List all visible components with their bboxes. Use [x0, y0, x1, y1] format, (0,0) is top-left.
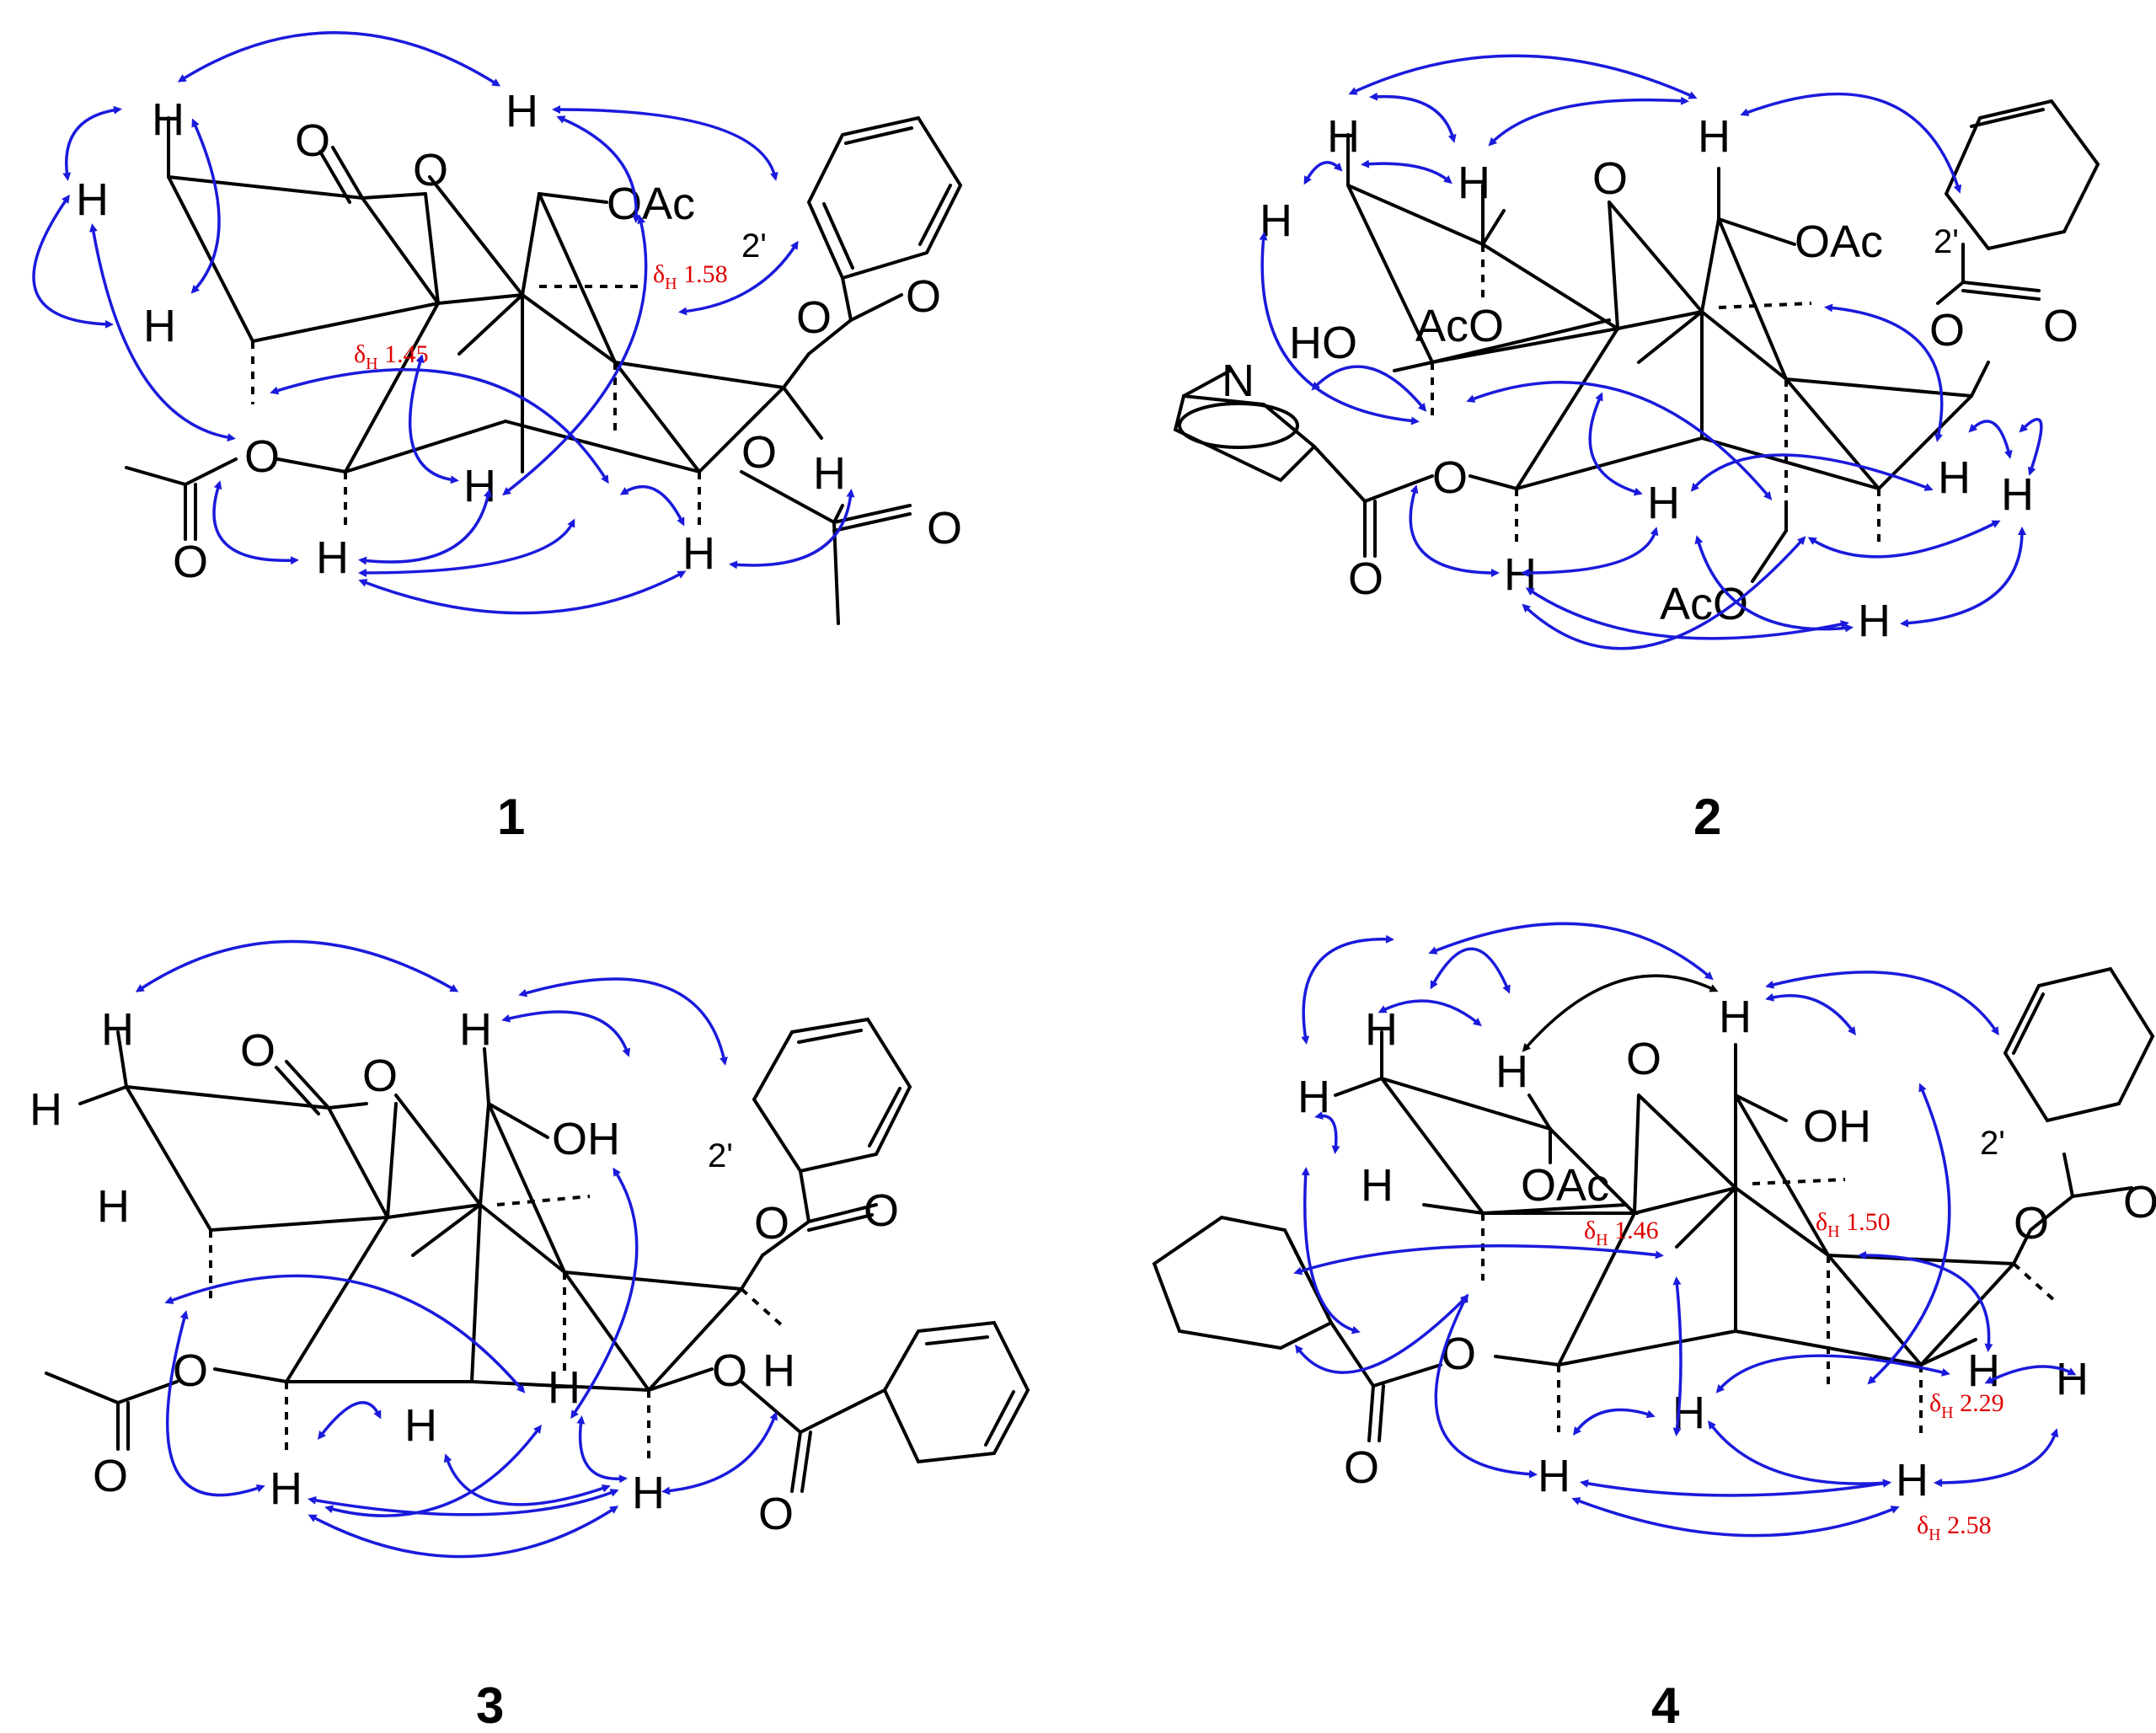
compound-3-o-benzoate: O	[754, 1198, 789, 1249]
compound-2-prime-label: 2'	[1934, 223, 1959, 260]
compound-2-structure: O OAc AcO HO N O O AcO O O 2' H H H H H …	[1173, 54, 2100, 650]
compound-4-h-top-2: H	[1495, 1046, 1528, 1097]
compound-4-oac: OAc	[1521, 1160, 1609, 1211]
compound-1-o-side: O	[741, 427, 777, 478]
compound-1-h-top-center: H	[506, 86, 538, 136]
compound-2-label: 2	[1693, 789, 1721, 845]
compound-3-h-mid-left: H	[97, 1181, 130, 1232]
compound-2-o-bridge: O	[1592, 153, 1628, 204]
compound-1-structure: O O OAc O O O O O O 2' H H H H H H H H δ…	[32, 31, 963, 625]
compound-3-o-side-carbonyl: O	[758, 1489, 794, 1539]
compound-2-o-benzoate-carbonyl: O	[2043, 301, 2078, 351]
compound-1-o-side-carbonyl: O	[927, 503, 962, 554]
compound-2-h-right-1: H	[1938, 452, 1971, 503]
compound-1-h-bottom-right: H	[682, 528, 715, 579]
compound-1-h-left: H	[76, 174, 109, 225]
compound-3-o-ester: O	[173, 1345, 208, 1396]
compound-3-h-left: H	[29, 1084, 62, 1135]
compound-3-h-top-center: H	[459, 1004, 492, 1055]
compound-4-o-ester: O	[1441, 1329, 1476, 1379]
compound-1-o-ester: O	[244, 431, 280, 482]
compound-1-o-acyl: O	[173, 537, 208, 587]
compound-2-o-benzoate: O	[1929, 305, 1965, 356]
compound-4-h-mid-left: H	[1361, 1160, 1394, 1211]
compound-1-prime-label: 2'	[741, 227, 767, 265]
compound-4-o-ester-carbonyl: O	[1344, 1442, 1379, 1493]
compound-2-h-top-center: H	[1698, 111, 1731, 162]
compound-2-h-center: H	[1647, 478, 1680, 528]
compound-4-h-top-center: H	[1719, 992, 1752, 1042]
compound-1-o-bridge: O	[413, 145, 448, 195]
compound-4-oh: OH	[1803, 1101, 1871, 1152]
compound-2-h-right-2: H	[2001, 469, 2034, 520]
compound-1-o-carbonyl: O	[295, 115, 330, 166]
compound-1-o-benzoate: O	[796, 292, 832, 343]
compound-4-prime-label: 2'	[1980, 1125, 2005, 1162]
compound-3-o-side: O	[712, 1345, 747, 1396]
compound-2-h-top-2: H	[1458, 158, 1490, 208]
compound-2-ho: HO	[1289, 318, 1357, 368]
compound-3-prime-label: 2'	[708, 1137, 733, 1174]
compound-3-oh: OH	[552, 1114, 620, 1164]
compound-3-o-carbonyl: O	[240, 1025, 276, 1076]
compound-1-label: 1	[497, 789, 525, 845]
compound-3-structure: O O OH O O O O O O 2' H H H H H H H H H	[29, 939, 1030, 1559]
compound-3-o-benzoate-carbonyl: O	[864, 1185, 899, 1236]
compound-4-shift-2-58: δH 2.58	[1917, 1511, 1992, 1544]
compound-3-h-bottom-right: H	[632, 1468, 665, 1518]
compound-2-h-bottom-right: H	[1858, 596, 1891, 646]
compound-4-o-bridge: O	[1626, 1034, 1661, 1084]
compound-2-oac: OAc	[1795, 217, 1883, 267]
compound-4-h-bottom-right: H	[1896, 1455, 1929, 1506]
compound-3-h-right: H	[762, 1345, 795, 1396]
compound-1-noe-arrows	[32, 31, 855, 615]
compound-1-o-benzoate-carbonyl: O	[906, 271, 941, 322]
compound-4-noe-arrows	[1293, 922, 2077, 1538]
compound-3-o-acyl: O	[93, 1451, 128, 1501]
compound-1-h-right: H	[813, 448, 846, 499]
compound-1-shift-1-58: δH 1.58	[653, 260, 728, 293]
compound-2-h-top-1: H	[1327, 111, 1360, 162]
compound-4-shift-2-29: δH 2.29	[1929, 1389, 2004, 1422]
compound-2-noe-arrows	[1259, 54, 2043, 650]
compound-4-h-left: H	[1297, 1072, 1330, 1122]
compound-4-o-benzoate: O	[2014, 1198, 2049, 1249]
compound-4-shift-1-50: δH 1.50	[1816, 1208, 1891, 1241]
compound-4-h-bottom-left: H	[1538, 1451, 1570, 1501]
compound-3-h-top-left: H	[101, 1004, 134, 1055]
compound-3-h-mid: H	[548, 1362, 580, 1413]
compound-4-h-top-1: H	[1365, 1004, 1398, 1055]
compound-2-o-ester-carbonyl: O	[1348, 554, 1383, 604]
compound-2-n: N	[1222, 356, 1255, 406]
compound-4-h-right-2: H	[2056, 1354, 2089, 1404]
compound-4-structure: O OH OAc O O O O 2' H H H H H H H H H H …	[1152, 922, 2156, 1544]
compound-2-o-ester: O	[1432, 452, 1468, 503]
compound-1-h-center: H	[463, 461, 496, 511]
compound-4-o-benzoate-carbonyl: O	[2123, 1177, 2156, 1228]
compound-4-h-right-1: H	[1967, 1345, 2000, 1396]
compound-4-shift-1-46: δH 1.46	[1584, 1217, 1659, 1249]
compound-2-aco-upper: AcO	[1415, 301, 1504, 351]
compound-1-h-mid-left: H	[143, 301, 176, 351]
compound-3-noe-arrows	[135, 939, 778, 1559]
compound-1-h-top-left: H	[152, 94, 185, 145]
compound-3-label: 3	[476, 1677, 504, 1733]
compound-3-h-center: H	[404, 1400, 437, 1451]
compound-4-label: 4	[1651, 1677, 1680, 1733]
compound-3-o-bridge: O	[362, 1051, 398, 1101]
compound-3-h-bottom-left: H	[270, 1463, 302, 1514]
compound-1-h-bottom-left: H	[316, 532, 349, 583]
compound-1-oac: OAc	[607, 179, 695, 229]
